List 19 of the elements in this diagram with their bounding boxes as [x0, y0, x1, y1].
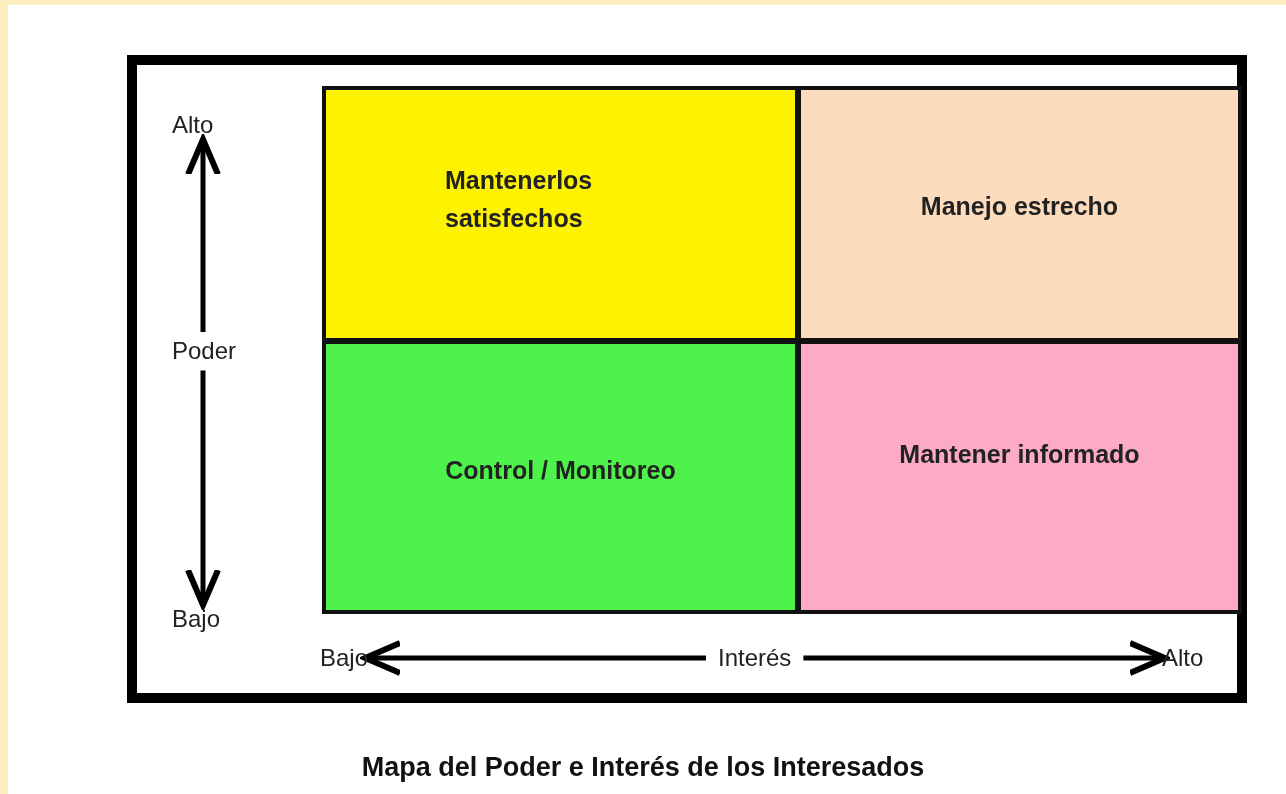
quadrant-label: Mantener informado [898, 439, 1141, 470]
axis-label: Bajo [172, 606, 221, 633]
caption: Mapa del Poder e Interés de los Interesados [360, 752, 926, 783]
axis-label: Bajo [320, 645, 369, 672]
axis-arrow [185, 370, 221, 608]
axis-label: Interés [718, 645, 792, 672]
quadrant-box [322, 86, 799, 342]
quadrant-label: Manejo estrecho [919, 191, 1120, 222]
quadrant-box [797, 340, 1242, 614]
quadrant-box [322, 340, 799, 614]
axis-label: Alto [172, 112, 214, 139]
quadrant-label: Control / Monitoreo [444, 455, 677, 486]
axis-arrow [803, 640, 1168, 676]
axis-label: Poder [172, 338, 237, 365]
axis-arrow [185, 136, 221, 332]
axis-label: Alto [1162, 645, 1204, 672]
quadrant-box [797, 86, 1242, 342]
axis-arrow [362, 640, 706, 676]
quadrant-label: Mantenerlos satisfechos [445, 165, 594, 234]
